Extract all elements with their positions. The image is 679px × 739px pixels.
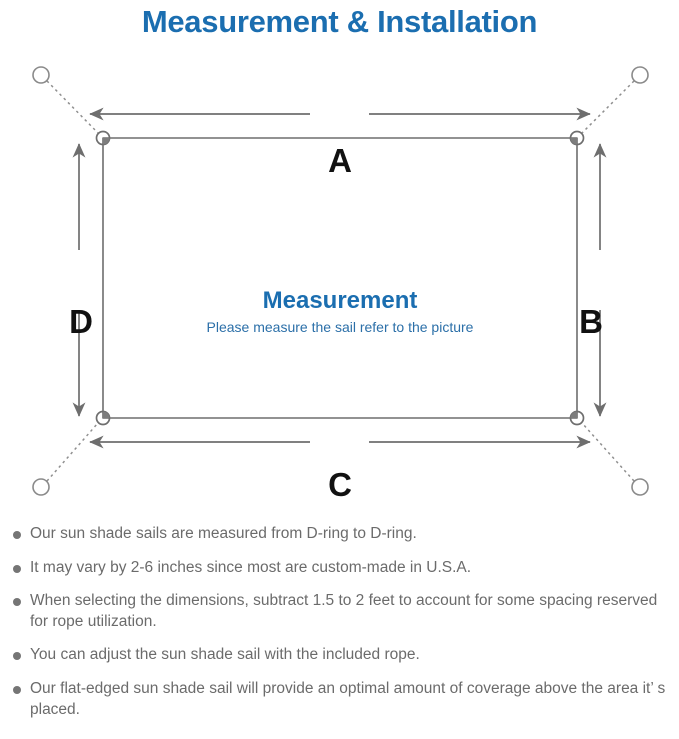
list-item-text: Our sun shade sails are measured from D-… <box>30 525 417 542</box>
dashed-rope-line <box>581 422 635 482</box>
anchor-ring-icon <box>32 66 50 84</box>
anchor-ring-icon <box>631 66 649 84</box>
notes-list: Our sun shade sails are measured from D-… <box>0 524 679 733</box>
anchor-ring-icon <box>32 478 50 496</box>
dashed-rope-line <box>46 80 99 134</box>
list-item-text: It may vary by 2-6 inches since most are… <box>30 558 472 576</box>
bullet-icon <box>13 598 21 607</box>
bullet-icon <box>13 686 21 695</box>
list-item-text: When selecting the dimensions, subtract … <box>30 592 658 630</box>
list-item: Our sun shade sails are measured from D-… <box>0 524 679 545</box>
anchor-ring-icon-group <box>32 66 649 496</box>
diagram-svg <box>32 66 649 496</box>
dashed-rope-line-group <box>46 80 635 482</box>
list-item: You can adjust the sun shade sail with t… <box>0 645 679 666</box>
bullet-icon <box>13 652 21 661</box>
measurement-heading: Measurement <box>262 287 418 314</box>
bullet-icon <box>13 564 21 573</box>
measurement-subtitle: Please measure the sail refer to the pic… <box>206 319 474 336</box>
page-title: Measurement & Installation <box>141 4 538 39</box>
list-item-text: Our flat-edged sun shade sail will provi… <box>30 680 666 718</box>
bullet-icon <box>13 531 21 539</box>
list-item: Our flat-edged sun shade sail will provi… <box>0 679 679 720</box>
dashed-rope-line <box>46 422 99 482</box>
dashed-rope-line <box>581 80 635 134</box>
dimension-label-b: B <box>579 303 603 340</box>
dimension-label-a: A <box>328 142 352 179</box>
measurement-diagram: A B C D Measurement Please measure the s… <box>0 50 679 510</box>
list-item: It may vary by 2-6 inches since most are… <box>0 558 679 579</box>
dimension-label-c: C <box>328 466 352 503</box>
d-ring-fill-group <box>103 138 577 418</box>
dimension-label-d: D <box>69 303 93 340</box>
measurement-text-block: Measurement Please measure the sail refe… <box>103 287 577 336</box>
sail-rectangle <box>102 137 578 419</box>
list-item-text: You can adjust the sun shade sail with t… <box>30 646 420 664</box>
anchor-ring-icon <box>631 478 649 496</box>
list-item: When selecting the dimensions, subtract … <box>0 591 679 632</box>
